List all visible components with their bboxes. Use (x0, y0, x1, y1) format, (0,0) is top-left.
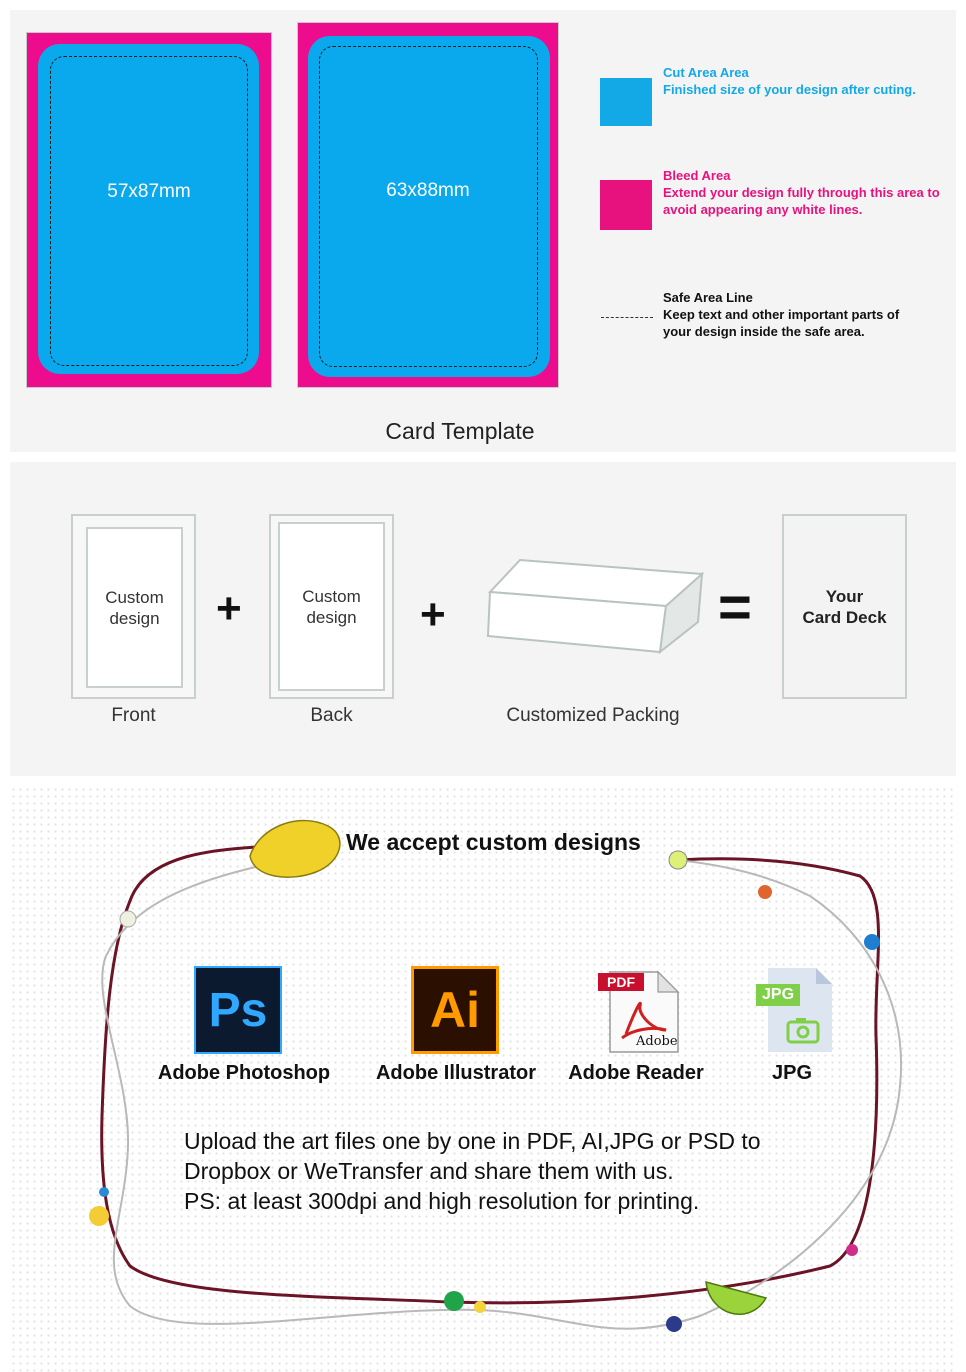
front-card-inner: Custom design (86, 527, 183, 688)
jpg-badge: JPG (756, 984, 801, 1006)
photoshop-glyph: Ps (208, 983, 268, 1037)
cut-area-title: Cut Area Area (663, 65, 749, 80)
back-card-text: Custom design (302, 586, 361, 627)
deck-combo-panel: Custom design Front + Custom design Back… (10, 462, 956, 776)
jpg-icon: JPG (754, 966, 834, 1054)
jpg-label: JPG (771, 1062, 813, 1084)
pdf-label: Adobe Reader (568, 1062, 704, 1084)
illustrator-icon: Ai (411, 966, 499, 1054)
illustrator-label: Adobe Illustrator (375, 1062, 536, 1084)
card-template-caption: Card Template (385, 418, 535, 444)
card-template-large: 63x88mm (297, 22, 559, 388)
pdf-icon: PDF Adobe (596, 968, 682, 1054)
back-card-inner: Custom design (278, 522, 385, 691)
front-label: Front (111, 705, 156, 726)
safe-line-desc: Keep text and other important parts of y… (663, 307, 900, 339)
packing-box-icon (486, 558, 705, 655)
cut-area (308, 36, 550, 377)
upload-instruction-line-2: Dropbox or WeTransfer and share them wit… (184, 1158, 674, 1184)
photoshop-label: Adobe Photoshop (157, 1062, 331, 1084)
illustrator-glyph: Ai (430, 982, 480, 1038)
cut-area (38, 44, 259, 374)
pdf-badge: PDF (598, 973, 644, 991)
safe-area-line (50, 56, 248, 366)
card-size-label: 57x87mm (107, 181, 191, 202)
pdf-sub: Adobe (636, 1034, 678, 1049)
safe-line-swatch (601, 317, 653, 318)
decorative-frame (89, 819, 902, 1332)
bleed-area-title: Bleed Area (663, 168, 731, 183)
accepted-designs-panel: We accept custom designs Ps Adobe Photos… (10, 786, 956, 1372)
back-label: Back (310, 705, 353, 726)
plus-sign: + (216, 584, 242, 633)
photoshop-icon: Ps (194, 966, 282, 1054)
upload-instruction-line-1: Upload the art files one by one in PDF, … (184, 1128, 761, 1154)
deck-card: Your Card Deck (782, 514, 907, 699)
jpg-document-icon (768, 968, 832, 1052)
cut-area-swatch (600, 78, 652, 126)
safe-area-line (319, 46, 538, 367)
back-card: Custom design (269, 514, 394, 699)
front-card: Custom design (71, 514, 196, 699)
lime-slice-icon (705, 1280, 768, 1315)
lemon-icon (249, 819, 341, 878)
cut-area-desc: Finished size of your design after cutin… (663, 82, 916, 97)
pdf-document-icon (609, 970, 680, 1053)
card-template-panel: 57x87mm 63x88mm Cut Area Area Finished s… (10, 10, 956, 452)
designs-heading: We accept custom designs (346, 829, 641, 855)
upload-instruction-line-3: PS: at least 300dpi and high resolution … (184, 1188, 700, 1214)
card-size-label: 63x88mm (386, 180, 470, 201)
front-card-text: Custom design (105, 587, 164, 628)
card-template-small: 57x87mm (26, 32, 272, 388)
bleed-area-desc: Extend your design fully through this ar… (663, 185, 940, 217)
equals-sign: = (718, 575, 752, 640)
plus-sign: + (420, 590, 446, 639)
deck-card-inner: Your Card Deck (782, 514, 907, 699)
bleed-area-swatch (600, 180, 652, 230)
deck-card-text: Your Card Deck (802, 586, 887, 627)
safe-line-title: Safe Area Line (663, 290, 753, 305)
packing-label: Customized Packing (506, 705, 680, 726)
